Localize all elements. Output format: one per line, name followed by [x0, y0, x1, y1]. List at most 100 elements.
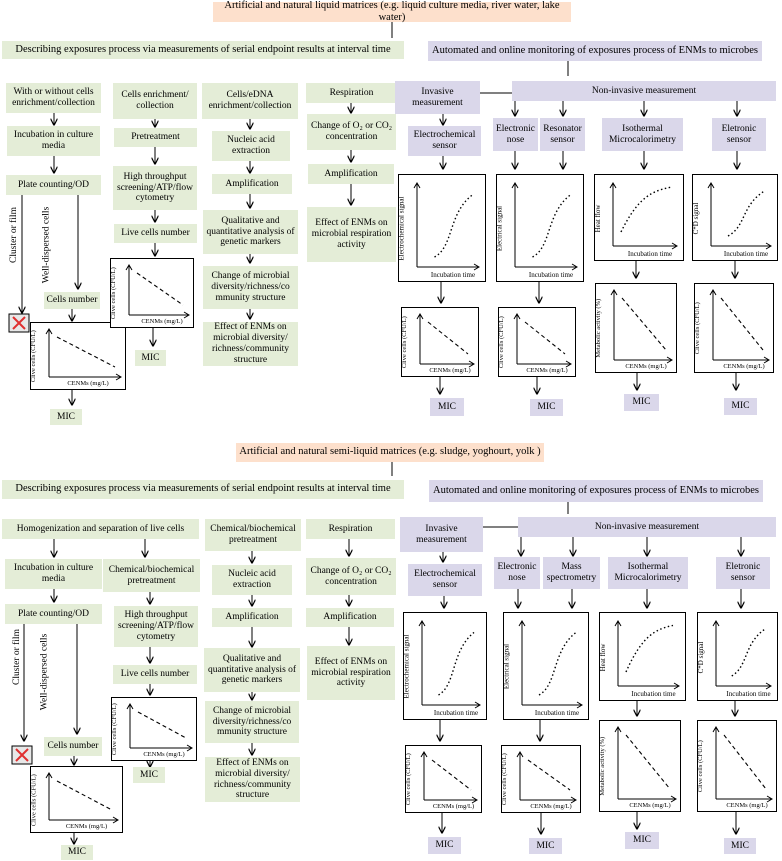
- top-dose-electrical: Clive cells (CFU/L)CENMs (mg/L): [498, 307, 576, 377]
- bottom-sensor-eletronic: Eletronic sensor: [716, 557, 770, 589]
- plot-x-label: CENMs (mg/L): [726, 802, 768, 809]
- top-col1-enrichment: With or without cells enrichment/collect…: [6, 83, 101, 113]
- bottom-col3-pretreatment: Chemical/biochemical pretreatment: [205, 519, 301, 551]
- rejected-cross-icon: [11, 745, 33, 765]
- plot-y-label: Electrochemical signal: [402, 634, 411, 699]
- plot-axes: [617, 621, 679, 687]
- plot-curve: [727, 190, 766, 237]
- plot-y-label: Electrical signal: [502, 643, 511, 690]
- top-col3-effect: Effect of ENMs on microbial diversity/ r…: [203, 322, 298, 366]
- top-col3-extraction: Nucleic acid extraction: [212, 131, 290, 161]
- bottom-col2-pretreatment: Chemical/biochemical pretreatment: [103, 559, 200, 592]
- top-col3-amplification: Amplification: [212, 174, 292, 194]
- top-col3-enrichment: Cells/eDNA enrichment/collection: [202, 83, 298, 119]
- plot-dashed-line: [427, 321, 469, 355]
- plot-y-label: C*D signal: [696, 641, 705, 673]
- plot-x-label: CENMs (mg/L): [723, 363, 765, 370]
- bottom-sensor-nose: Electronic nose: [494, 557, 540, 589]
- plot-x-label: CENMs (mg/L): [65, 823, 108, 830]
- top-header: Artificial and natural liquid matrices (…: [213, 0, 571, 23]
- plot-dashed-line: [137, 711, 187, 739]
- top-mic-3: MIC: [624, 394, 659, 411]
- bottom-mic-1: MIC: [428, 837, 461, 854]
- plot-axes: [45, 328, 122, 381]
- bottom-col3-extraction: Nucleic acid extraction: [212, 565, 292, 595]
- plot-y-label: Clive cells (CFU/L): [400, 316, 408, 369]
- bottom-dose-electrical: Clive cells (CFU/L)CENMs (mg/L): [501, 745, 581, 813]
- top-sensor-electrochemical: Electrochemical sensor: [408, 126, 481, 156]
- plot-axes: [709, 289, 770, 364]
- plot-y-label: Clive cells (CFU/L): [29, 330, 37, 383]
- plot-x-label: CENMs (mg/L): [629, 802, 671, 809]
- bottom-col1-incubation: Incubation in culture media: [5, 559, 102, 589]
- top-col1-mic: MIC: [50, 409, 82, 425]
- top-right-title: Automated and online monitoring of expos…: [428, 41, 762, 61]
- plot-axes: [715, 621, 771, 687]
- top-col3-qualitative: Qualitative and quantitative analysis of…: [203, 210, 298, 254]
- plot-dashed-line: [720, 297, 764, 351]
- bottom-col4-change-o2: Change of O₂ or CO₂ concentration: [306, 558, 396, 595]
- bottom-right-title: Automated and online monitoring of expos…: [429, 480, 763, 502]
- rejected-cross-icon: [8, 313, 30, 333]
- bottom-sensor-calorimetry: Isothermal Microcalorimetry: [608, 557, 688, 589]
- bottom-sensor-mass: Mass spectrometry: [543, 557, 600, 589]
- plot-dashed-line: [431, 759, 472, 791]
- plot-x-label: CENMs (mg/L): [625, 363, 667, 370]
- plot-axes: [416, 183, 479, 268]
- plot-curve: [625, 624, 674, 673]
- top-mic-2: MIC: [530, 399, 563, 416]
- bottom-dose-electrochemical: Clive cells (CFU/L)CENMs (mg/L): [405, 745, 482, 813]
- top-col1-cluster-label: Cluster or film: [8, 207, 19, 263]
- top-col1-plate-counting: Plate counting/OD: [6, 175, 101, 195]
- plot-curve: [434, 193, 474, 258]
- plot-dashed-line: [527, 759, 571, 791]
- plot-y-label: Metabolic activity (%): [598, 736, 606, 796]
- plot-x-label: Incubation time: [430, 271, 476, 279]
- bottom-col2-mic: MIC: [133, 767, 165, 783]
- top-dose-metabolic: Metabolic activity (%)CENMs (mg/L): [595, 283, 677, 373]
- plot-curve: [538, 631, 577, 696]
- bottom-col1-plate-counting: Plate counting/OD: [5, 604, 102, 624]
- plot-curve: [620, 186, 672, 233]
- top-col4-respiration: Respiration: [306, 83, 397, 103]
- bottom-col1-dispersed-label: Well-dispersed cells: [39, 633, 50, 711]
- bottom-col3-effect: Effect of ENMs on microbial diversity/ r…: [205, 757, 300, 802]
- plot-x-label: Incubation time: [723, 250, 769, 258]
- plot-x-label: CENMs (mg/L): [432, 803, 475, 810]
- top-col1-dispersed-label: Well-dispersed cells: [41, 206, 52, 284]
- plot-axes: [421, 621, 480, 706]
- top-col2-mic: MIC: [135, 350, 166, 366]
- top-col2-screening: High throughput screening/ATP/flow cytom…: [113, 166, 197, 210]
- top-sensor-nose: Electronic nose: [493, 118, 538, 151]
- plot-axes: [610, 289, 673, 364]
- top-sensor-eletronic: Eletronic sensor: [712, 118, 766, 151]
- bottom-col2-screening: High throughput screening/ATP/flow cytom…: [114, 606, 198, 647]
- bottom-col3-change: Change of microbial diversity/richness/c…: [205, 701, 299, 743]
- top-sensor-calorimetry: Isothermal Microcalorimetry: [602, 118, 683, 151]
- top-col2-dose-plot: Clive cells (CFU/L)CENMs (mg/L): [110, 258, 194, 328]
- plot-x-label: Incubation time: [534, 709, 580, 717]
- top-col4-change-o2: Change of O₂ or CO₂ concentration: [307, 114, 396, 150]
- plot-x-label: CENMs (mg/L): [67, 380, 109, 387]
- plot-x-label: Incubation time: [631, 690, 676, 698]
- plot-curve: [731, 628, 766, 677]
- top-sensor-resonator: Resonator sensor: [540, 118, 585, 151]
- bottom-col4-respiration: Respiration: [306, 519, 395, 539]
- plot-axes: [45, 772, 119, 824]
- bottom-sensor-electrochemical: Electrochemical sensor: [408, 564, 482, 596]
- bottom-mic-4: MIC: [724, 838, 756, 854]
- plot-y-label: Clive cells (CFU/L): [110, 703, 118, 756]
- top-left-title: Describing exposures process via measure…: [2, 41, 404, 59]
- plot-axes: [710, 183, 771, 247]
- plot-dashed-line: [56, 780, 113, 811]
- plot-dashed-line: [723, 734, 767, 790]
- bottom-col1-dose-plot: Clive cells (CFU/L)CENMs (mg/L): [30, 766, 123, 833]
- plot-axes: [612, 183, 677, 247]
